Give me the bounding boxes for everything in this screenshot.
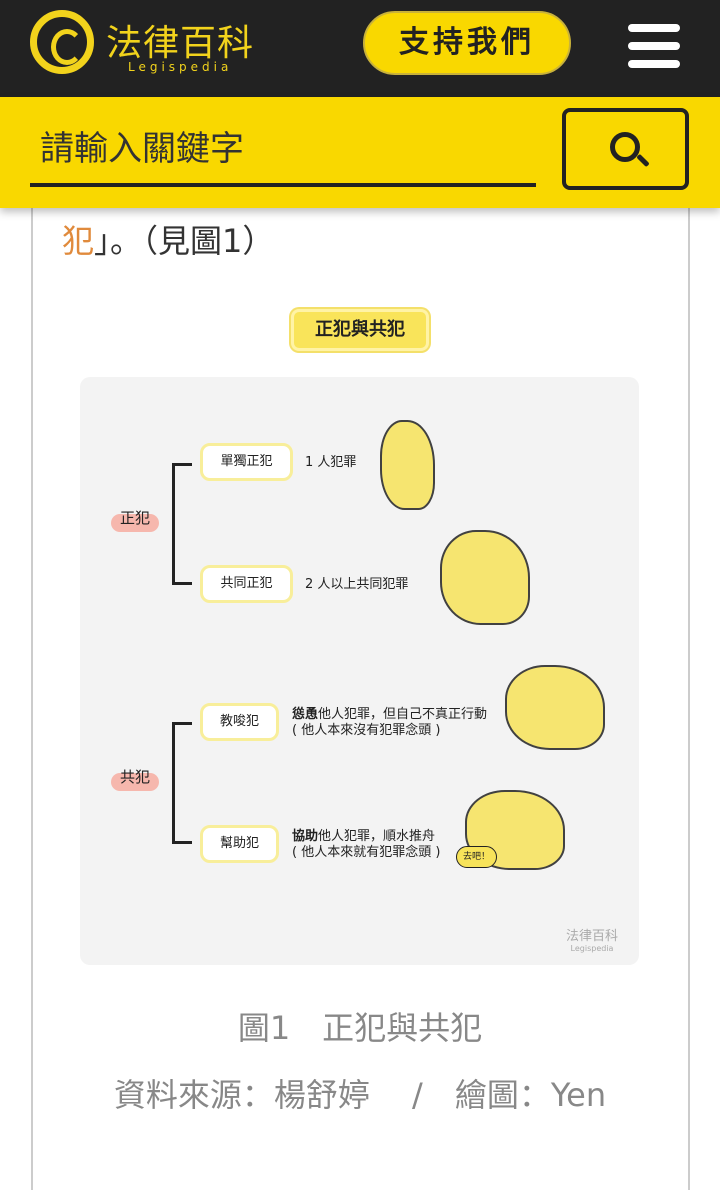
search-bar	[0, 97, 720, 208]
category-box: 幫助犯	[200, 825, 279, 863]
group-label: 正犯	[111, 511, 159, 532]
category-box: 教唆犯	[200, 703, 279, 741]
illustration-instigator	[505, 665, 605, 750]
article-text-rest: 」。（見圖1）	[94, 222, 275, 260]
hamburger-menu-icon[interactable]	[628, 24, 680, 68]
logo-text: 法律百科	[106, 23, 255, 64]
category-desc: 1 人犯罪	[305, 455, 357, 470]
logo-subtitle: Legispedia	[128, 60, 233, 74]
figure-source: 資料來源：楊舒婷 / 繪圖：Yen	[113, 1076, 607, 1114]
category-desc: 慫恿他人犯罪，但自己不真正行動( 他人本來沒有犯罪念頭 )	[292, 707, 488, 738]
article-card	[31, 190, 690, 1190]
search-input[interactable]	[30, 115, 536, 187]
article-text: 犯」。（見圖1）	[62, 216, 274, 262]
illustration-single-offender	[380, 420, 435, 510]
bracket	[172, 722, 192, 844]
illustration-joint-offenders	[440, 530, 530, 625]
speech-bubble: 去吧！	[456, 846, 498, 868]
support-us-button[interactable]: 支持我們	[363, 11, 571, 75]
logo-icon	[30, 10, 94, 74]
site-header: 法律百科 Legispedia 支持我們	[0, 0, 720, 97]
glossary-link[interactable]: 犯	[62, 222, 95, 260]
category-desc: 2 人以上共同犯罪	[305, 577, 409, 592]
category-desc: 協助他人犯罪，順水推舟( 他人本來就有犯罪念頭 )	[292, 829, 441, 860]
category-box: 共同正犯	[200, 565, 293, 603]
figure-caption: 圖1 正犯與共犯	[237, 1009, 483, 1047]
search-button[interactable]	[562, 108, 689, 190]
group-label: 共犯	[111, 770, 159, 791]
bracket	[172, 463, 192, 585]
category-box: 單獨正犯	[200, 443, 293, 481]
figure-title: 正犯與共犯	[291, 309, 429, 351]
logo[interactable]: 法律百科 Legispedia	[30, 10, 270, 80]
